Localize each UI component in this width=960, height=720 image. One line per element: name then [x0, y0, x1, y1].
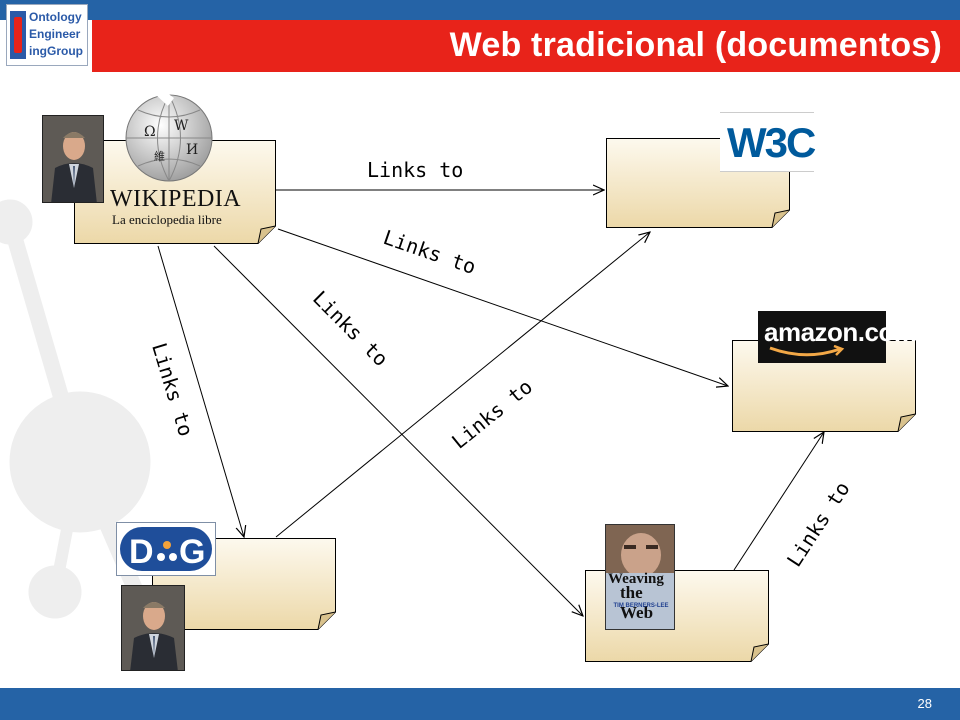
arrow-weaving-to-amazon	[733, 432, 824, 571]
slide-title: Web tradicional (documentos)	[449, 26, 942, 64]
dig-logo-icon: D G	[120, 527, 212, 571]
document-amazon	[732, 340, 916, 432]
logo-line-1: Ontology	[29, 10, 82, 24]
oeg-logo: Ontology Engineer ingGroup	[6, 4, 88, 66]
page-number: 28	[917, 696, 932, 711]
dig-logo: D G	[116, 522, 216, 576]
logo-line-3: ingGroup	[29, 44, 83, 58]
svg-text:D: D	[129, 533, 154, 571]
amazon-smile-icon	[769, 345, 845, 357]
title-bar: Web tradicional (documentos)	[92, 20, 960, 72]
arrow-wikipedia-to-dig	[157, 245, 244, 537]
arrow-dig-to-w3c	[275, 232, 650, 538]
amazon-logo: amazon.com	[758, 311, 917, 363]
wikipedia-tagline: La enciclopedia libre	[112, 212, 222, 227]
svg-text:維: 維	[154, 150, 165, 163]
book-face-icon	[606, 525, 674, 573]
oeg-logo-mark-icon	[10, 11, 26, 59]
arrow-wikipedia-to-weaving	[213, 245, 583, 616]
svg-text:И: И	[186, 142, 198, 158]
logo-line-2: Engineer	[29, 27, 81, 41]
book-title-line-1: Weaving	[608, 571, 664, 587]
book-author: TIM BERNERS-LEE	[613, 603, 669, 609]
link-label-wikipedia-w3c: Links to	[367, 158, 464, 182]
w3c-logo: W3C	[720, 112, 816, 172]
person-photo-2	[121, 585, 185, 671]
book-title-line-2: the Web	[620, 583, 654, 622]
svg-text:W: W	[174, 118, 189, 134]
svg-text:G: G	[179, 533, 205, 571]
person-photo-1	[42, 115, 104, 203]
footer-bar: 28	[0, 688, 960, 720]
weaving-the-web-book-cover: Weaving the Web TIM BERNERS-LEE	[605, 524, 675, 630]
svg-text:Ω: Ω	[144, 124, 156, 140]
document-wikipedia	[74, 140, 276, 244]
wikipedia-wordmark: WIKIPEDIA	[110, 186, 242, 212]
wikipedia-globe-icon: Ω W И 維	[125, 92, 213, 182]
header-top-bar	[0, 0, 960, 20]
amazon-logo-text: amazon.com	[764, 317, 917, 347]
arrow-wikipedia-to-amazon	[277, 228, 728, 386]
w3c-logo-text: W3C	[727, 119, 816, 166]
